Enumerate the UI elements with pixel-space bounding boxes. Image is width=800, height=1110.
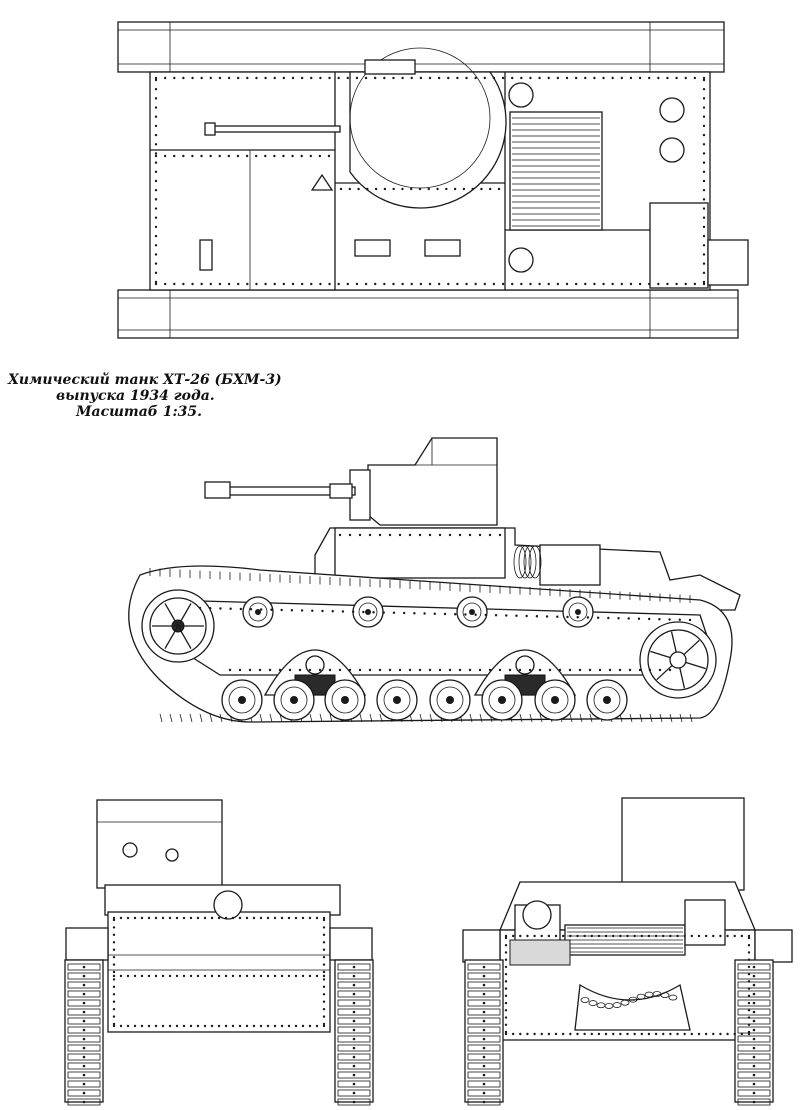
drive-sprocket xyxy=(141,589,215,663)
idler-wheel xyxy=(639,621,717,699)
side-view xyxy=(128,437,741,723)
hull-front xyxy=(107,911,331,1033)
turret-side xyxy=(367,437,498,526)
turret-top xyxy=(349,71,507,209)
lower-track xyxy=(117,289,739,339)
turret-rear xyxy=(621,797,745,891)
turret-front xyxy=(96,799,223,889)
top-view xyxy=(117,21,749,339)
caption-title: Химический танк ХТ-26 (БХМ-3) xyxy=(8,372,282,388)
front-view xyxy=(64,799,374,1106)
engine-grille xyxy=(509,111,603,231)
upper-track xyxy=(117,21,725,73)
caption-scale: Масштаб 1:35. xyxy=(76,404,203,420)
gun-barrel-top xyxy=(209,125,341,133)
caption-year: выпуска 1934 года. xyxy=(56,388,215,404)
rear-view xyxy=(462,797,793,1106)
